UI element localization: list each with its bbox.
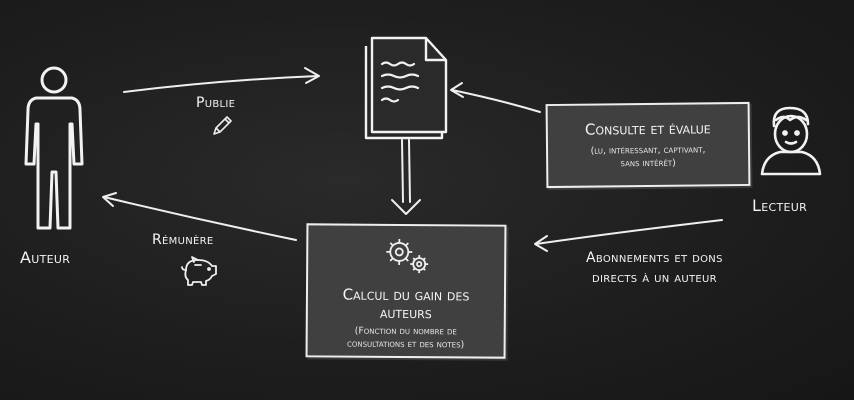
publish-label: Publie — [196, 95, 236, 111]
piggy-bank-icon — [181, 256, 217, 286]
arrowhead-publish — [304, 67, 320, 84]
calc-box-detail-1: (Fonction du nombre de — [354, 325, 457, 338]
arrow-down — [401, 139, 411, 203]
consult-evaluate-box: Consulte et évalue (lu, intéressant, cap… — [545, 101, 751, 189]
pencil-icon — [213, 116, 232, 135]
arrow-remunerate — [103, 196, 297, 241]
reader-avatar-icon — [760, 106, 822, 176]
reader-label: Lecteur — [752, 196, 808, 215]
subscriptions-label-1: Abonnements et dons — [586, 250, 723, 266]
remunerate-label: Rémunère — [152, 232, 214, 248]
document-icon — [364, 36, 448, 140]
arrowhead-down — [391, 199, 421, 215]
person-icon — [24, 66, 84, 230]
gears-icon — [386, 238, 429, 274]
subscriptions-label-2: directs à un auteur — [592, 270, 717, 286]
arrowhead-consult — [450, 82, 464, 98]
calc-box-detail-2: consultations et des notes) — [346, 338, 465, 351]
arrowhead-remunerate — [102, 192, 117, 207]
arrow-consult — [451, 89, 541, 113]
arrow-subscriptions — [535, 219, 723, 245]
gain-calculation-box: Calcul du gain des auteurs (Fonction du … — [305, 223, 507, 359]
author-label: Auteur — [20, 248, 71, 267]
arrowhead-subscriptions — [534, 235, 548, 252]
calc-box-title-1: Calcul du gain des — [342, 285, 470, 305]
consult-box-title: Consulte et évalue — [584, 119, 711, 139]
consult-box-detail-2: sans intérêt) — [620, 157, 676, 170]
arrow-publish — [123, 75, 319, 93]
calc-box-title-2: auteurs — [379, 303, 432, 323]
